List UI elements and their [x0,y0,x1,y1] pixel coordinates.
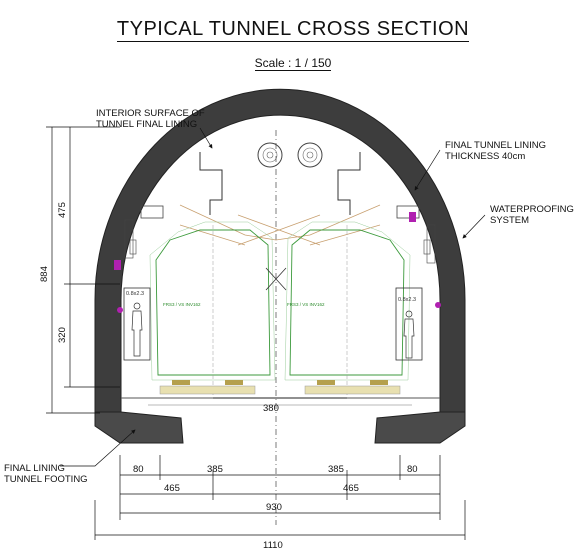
leader-footing [60,429,136,467]
label-waterproof-line2: SYSTEM [490,215,529,226]
label-footing-line1: FINAL LINING [4,463,65,474]
drawing-scale-text: Scale : 1 / 150 [254,56,332,71]
jet-fan-left [257,142,283,168]
gauge-right-label: FRS3 / VS INV162 [287,302,325,307]
vertical-dimension [46,126,120,414]
dim-385-left: 385 [207,464,223,475]
left-footing [94,411,184,444]
catenary-wires [179,204,381,246]
dim-930: 930 [266,502,282,513]
refuge-left-label: 0.8x2.3 [126,291,144,297]
label-footing-line2: TUNNEL FOOTING [4,474,88,485]
catenary-support-left [199,152,223,215]
gauge-left [155,229,271,376]
person-left [131,302,143,357]
centre-x-mark [265,267,287,291]
track-right [304,380,401,395]
dim-track-gap: 380 [263,403,279,414]
tunnel-lining [94,88,466,421]
dim-vertical-lower: 320 [57,327,68,343]
refuge-right-label: 0.8x2.3 [398,297,416,303]
person-right [403,310,415,359]
cable-tray-right [426,224,436,264]
equipment-magenta-left [114,260,121,270]
drawing-scale: Scale : 1 / 150 [0,56,586,71]
gauge-right-outer [284,221,411,381]
jet-fan-right [297,142,323,168]
equipment-box-left [140,205,164,219]
leader-thickness [414,149,441,191]
refuge-left [123,287,151,361]
leader-interior [199,127,213,149]
dim-385-right: 385 [328,464,344,475]
dim-vertical-total: 884 [39,266,50,282]
dim-80-right: 80 [407,464,418,475]
drawing-title-text: TYPICAL TUNNEL CROSS SECTION [116,18,470,42]
dim-1110: 1110 [263,540,283,551]
lamp-right [435,302,441,308]
gauge-right [289,229,405,376]
dim-465-left: 465 [164,483,180,494]
dim-vertical-upper: 475 [57,202,68,218]
leader-waterproofing [462,214,486,239]
catenary-support-right [337,152,361,215]
equipment-magenta-right [409,212,416,222]
label-thickness-line2: THICKNESS 40cm [445,151,525,162]
dim-465-right: 465 [343,483,359,494]
label-thickness-line1: FINAL TUNNEL LINING [445,140,546,151]
gauge-left-label: FRS3 / VS INV162 [163,302,201,307]
gauge-left-outer [149,221,276,381]
lamp-left [117,307,123,313]
label-waterproof-line1: WATERPROOFING [490,204,574,215]
refuge-right [395,287,423,361]
label-interior-line2: TUNNEL FINAL LINING [96,119,197,130]
equipment-box-right [396,205,420,219]
bottom-dimension-lines [94,455,466,540]
cable-tray-left [124,219,134,259]
label-interior-line1: INTERIOR SURFACE OF [96,108,205,119]
right-footing [374,411,466,444]
track-left [159,380,256,395]
drawing-title: TYPICAL TUNNEL CROSS SECTION [0,18,586,42]
dim-80-left: 80 [133,464,144,475]
